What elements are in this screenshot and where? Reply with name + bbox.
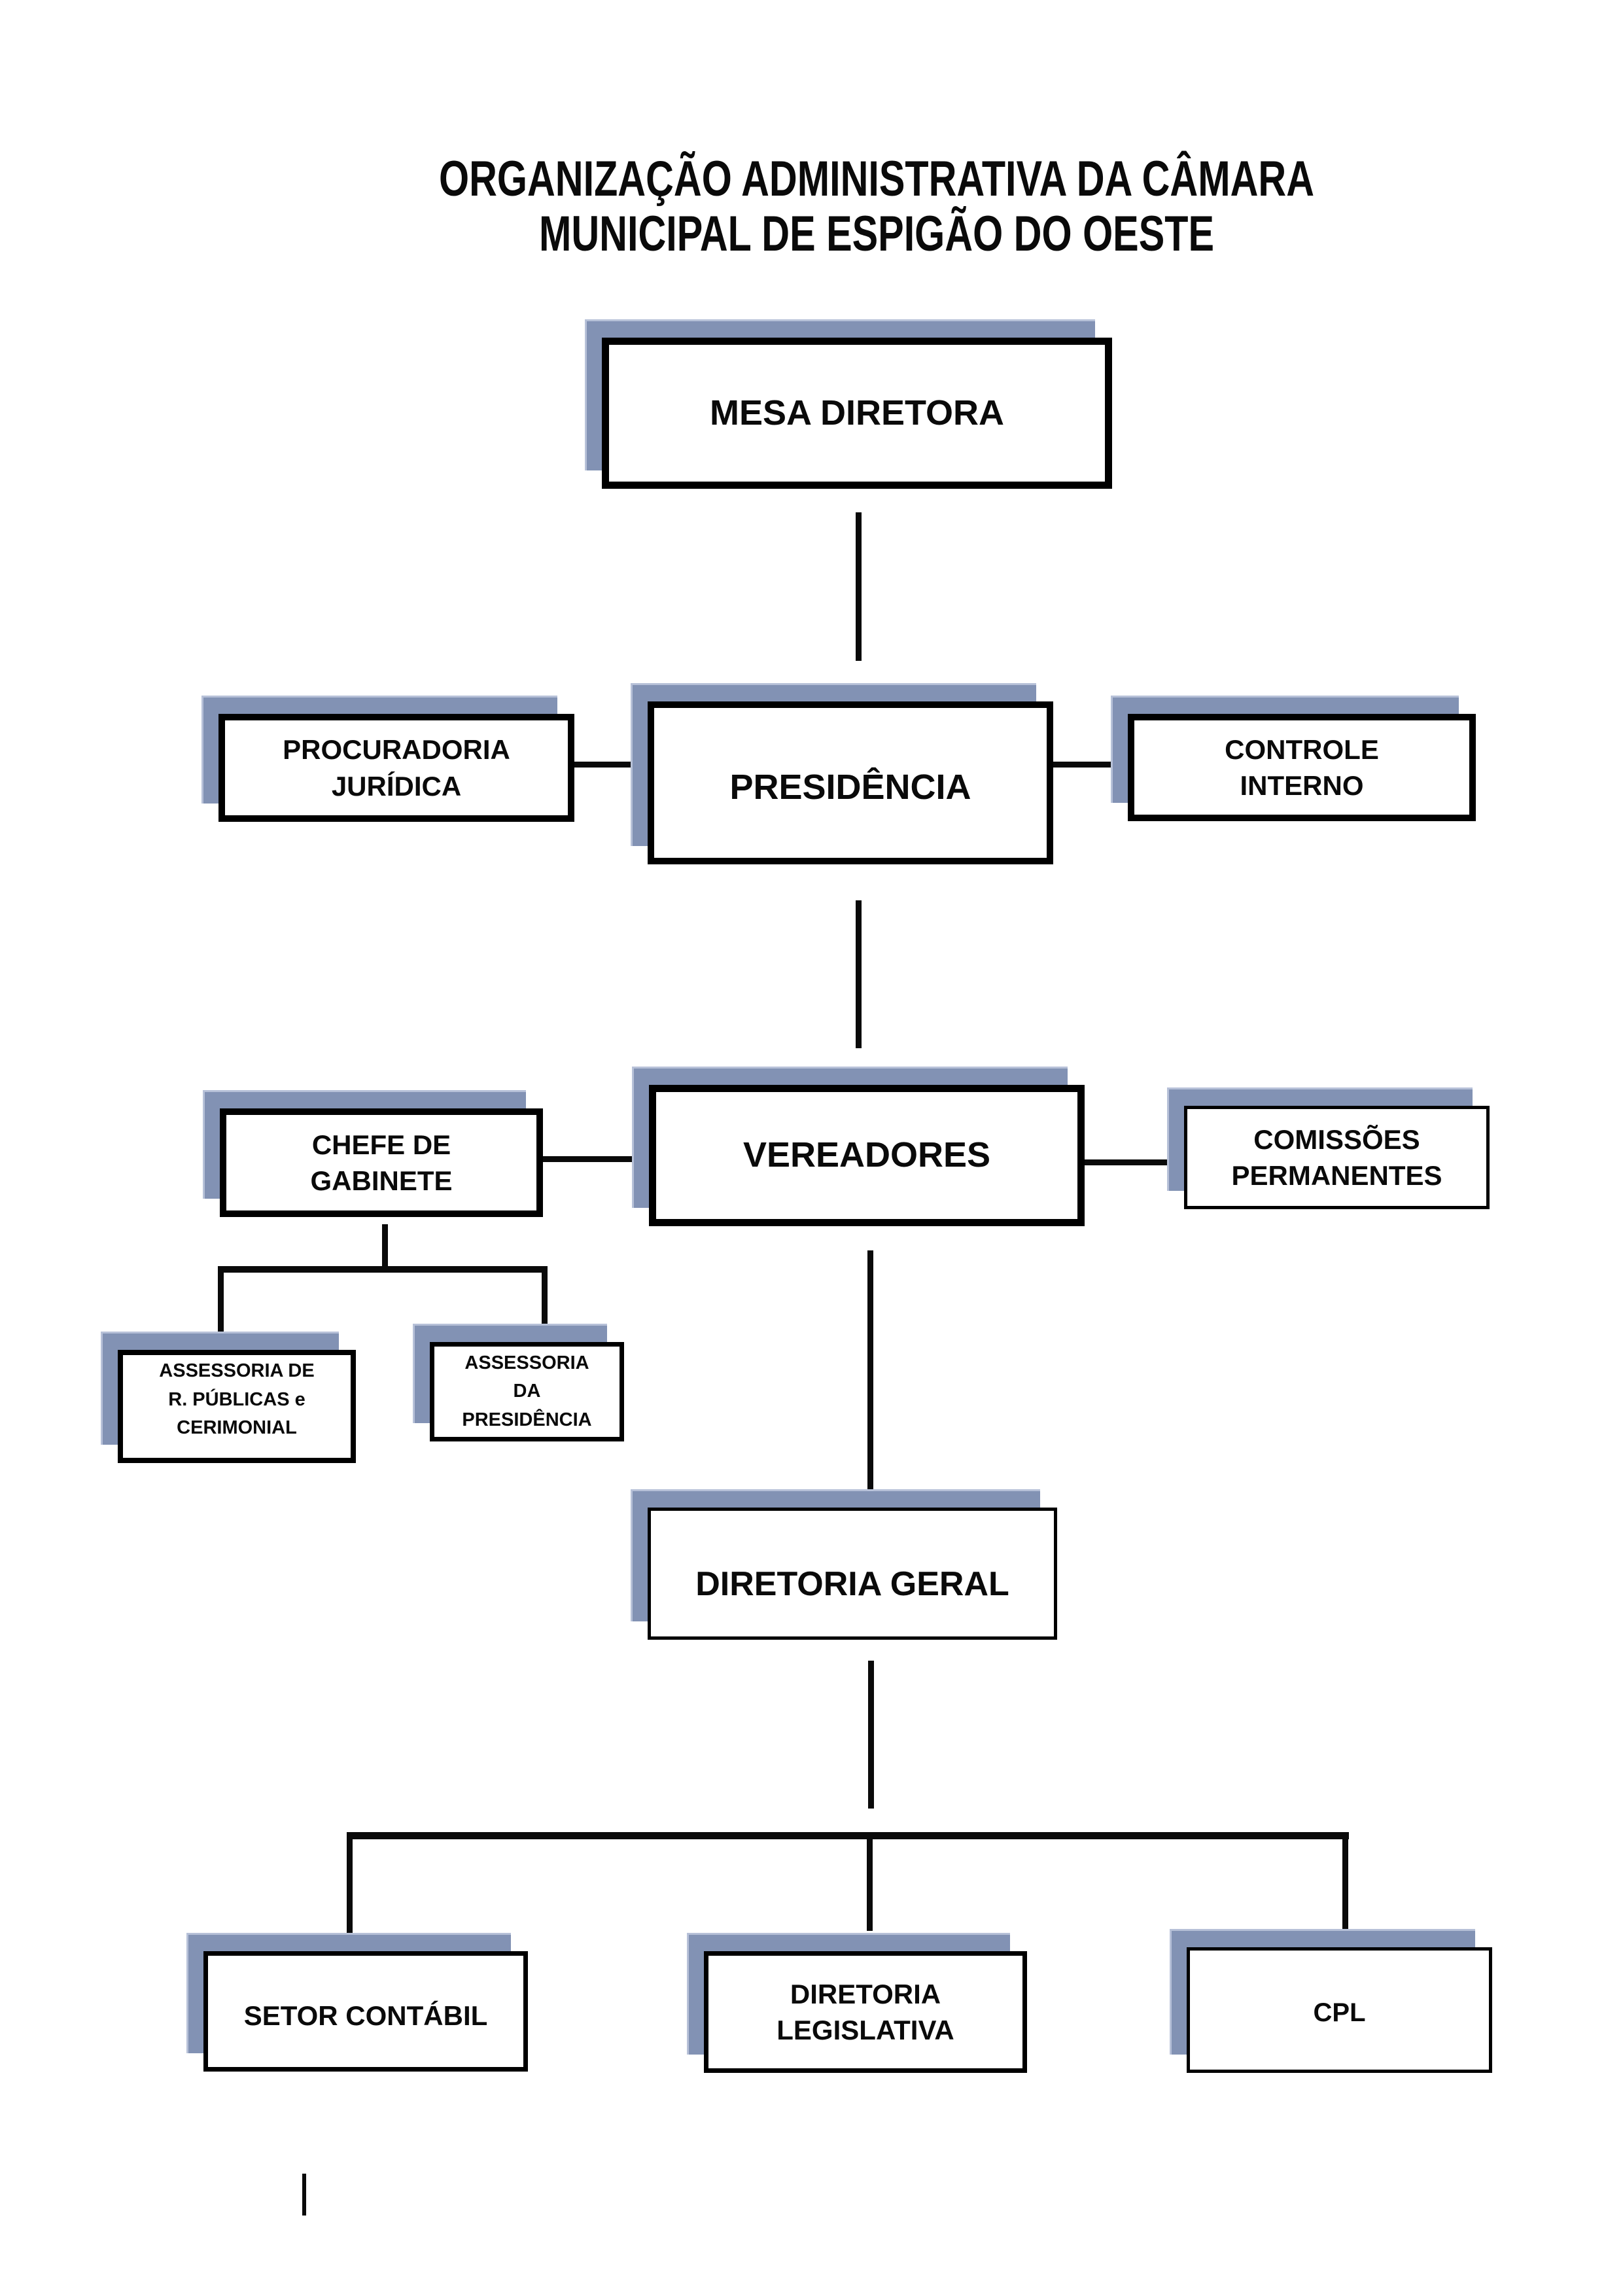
node-box: CHEFE DE GABINETE (220, 1108, 543, 1217)
node-label: PROCURADORIA JURÍDICA (283, 734, 510, 802)
node-label: ASSESSORIA DE R. PÚBLICAS e CERIMONIAL (159, 1360, 315, 1439)
node-label: COMISSÕES PERMANENTES (1231, 1123, 1442, 1191)
connector-chefe-branch-bar (218, 1266, 548, 1273)
connector-vereadores-diretoria-geral (867, 1250, 873, 1492)
node-box: MESA DIRETORA (602, 338, 1112, 489)
node-controle-interno: CONTROLE INTERNO (1111, 696, 1476, 821)
connector-branch-cpl (1342, 1832, 1348, 1931)
node-box: CPL (1187, 1947, 1492, 2073)
connector-procuradoria-presidencia (573, 762, 652, 768)
node-box: ASSESSORIA DE R. PÚBLICAS e CERIMONIAL (118, 1350, 356, 1463)
node-box: PROCURADORIA JURÍDICA (218, 714, 574, 822)
node-presidencia: PRESIDÊNCIA (631, 683, 1053, 864)
node-box: ASSESSORIA DA PRESIDÊNCIA (430, 1342, 624, 1441)
node-label: MESA DIRETORA (709, 393, 1005, 433)
connector-chefe-branch-stem (382, 1224, 388, 1266)
node-label: PRESIDÊNCIA (729, 767, 971, 807)
node-box: DIRETORIA GERAL (648, 1508, 1057, 1640)
node-mesa-diretora: MESA DIRETORA (585, 319, 1112, 489)
node-label: CONTROLE INTERNO (1225, 733, 1379, 801)
connector-bottom-branch-bar (347, 1832, 1349, 1839)
connector-branch-setor-contabil (347, 1832, 353, 1934)
node-box: PRESIDÊNCIA (648, 701, 1053, 864)
node-cpl: CPL (1170, 1929, 1492, 2073)
connector-chefe-vereadores (542, 1156, 655, 1162)
page-mark (302, 2174, 306, 2216)
node-comissoes-permanentes: COMISSÕES PERMANENTES (1167, 1087, 1490, 1209)
node-label: ASSESSORIA DA PRESIDÊNCIA (462, 1352, 592, 1430)
connector-branch-assessoria-rp (218, 1272, 224, 1336)
node-box: DIRETORIA LEGISLATIVA (704, 1951, 1027, 2073)
connector-branch-diretoria-legislativa (867, 1839, 873, 1931)
node-label: VEREADORES (742, 1135, 991, 1175)
node-label: DIRETORIA LEGISLATIVA (777, 1978, 954, 2045)
node-box: VEREADORES (649, 1085, 1085, 1226)
connector-presidencia-vereadores (856, 900, 862, 1048)
connector-vereadores-comissoes (1083, 1159, 1188, 1165)
node-box: SETOR CONTÁBIL (203, 1951, 528, 2072)
node-diretoria-legislativa: DIRETORIA LEGISLATIVA (687, 1933, 1027, 2073)
connector-mesa-presidencia (856, 512, 862, 661)
node-diretoria-geral: DIRETORIA GERAL (631, 1489, 1057, 1640)
node-box: CONTROLE INTERNO (1128, 714, 1476, 821)
node-label: CPL (1313, 1998, 1366, 2027)
node-procuradoria-juridica: PROCURADORIA JURÍDICA (201, 696, 574, 822)
node-assessoria-r-publicas: ASSESSORIA DE R. PÚBLICAS e CERIMONIAL (101, 1332, 356, 1463)
connector-diretoria-geral-stem (868, 1661, 874, 1809)
node-chefe-de-gabinete: CHEFE DE GABINETE (203, 1090, 543, 1217)
connector-branch-assessoria-pres (542, 1272, 548, 1330)
node-label: DIRETORIA GERAL (695, 1564, 1009, 1603)
node-assessoria-da-presidencia: ASSESSORIA DA PRESIDÊNCIA (413, 1324, 624, 1441)
node-label: SETOR CONTÁBIL (243, 2000, 488, 2032)
node-label: CHEFE DE GABINETE (310, 1129, 453, 1196)
connector-presidencia-controle (1051, 762, 1132, 768)
node-setor-contabil: SETOR CONTÁBIL (186, 1933, 528, 2072)
page-title: ORGANIZAÇÃO ADMINISTRATIVA DA CÂMARA MUN… (438, 151, 1315, 262)
node-vereadores: VEREADORES (632, 1067, 1085, 1226)
node-box: COMISSÕES PERMANENTES (1184, 1106, 1490, 1209)
